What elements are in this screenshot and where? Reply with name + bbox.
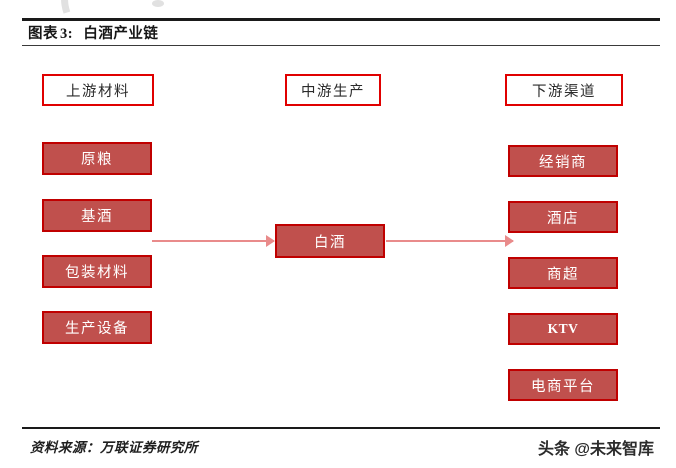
arrow-midstream-to-downstream: [386, 234, 514, 248]
arrow-head-icon: [266, 235, 275, 247]
header-rule-top: [22, 18, 660, 21]
node-downstream-hotel: 酒店: [508, 201, 618, 233]
figure-label: 图表: [28, 26, 58, 42]
node-upstream-equipment: 生产设备: [42, 311, 152, 344]
figure-title-text: 白酒产业链: [83, 26, 159, 42]
arrow-shaft: [386, 240, 513, 242]
arrow-upstream-to-midstream: [152, 234, 275, 248]
node-downstream-supermarket: 商超: [508, 257, 618, 289]
column-header-midstream: 中游生产: [285, 74, 381, 106]
figure-number: 3:: [60, 26, 74, 42]
node-upstream-grain: 原粮: [42, 142, 152, 175]
page-watermark-dot-icon: [152, 0, 164, 7]
column-header-downstream: 下游渠道: [505, 74, 623, 106]
node-upstream-packaging: 包装材料: [42, 255, 152, 288]
node-midstream-baijiu: 白酒: [275, 224, 385, 258]
footer-rule: [22, 427, 660, 429]
arrow-head-icon: [505, 235, 514, 247]
source-note: 资料来源：万联证券研究所: [30, 440, 198, 455]
column-header-upstream: 上游材料: [42, 74, 154, 106]
arrow-shaft: [152, 240, 274, 242]
header-rule-bottom: [22, 45, 660, 46]
node-downstream-dealer: 经销商: [508, 145, 618, 177]
node-upstream-base-liquor: 基酒: [42, 199, 152, 232]
node-downstream-ecommerce: 电商平台: [508, 369, 618, 401]
node-downstream-ktv: KTV: [508, 313, 618, 345]
site-watermark: 头条 @未来智库: [537, 441, 654, 458]
